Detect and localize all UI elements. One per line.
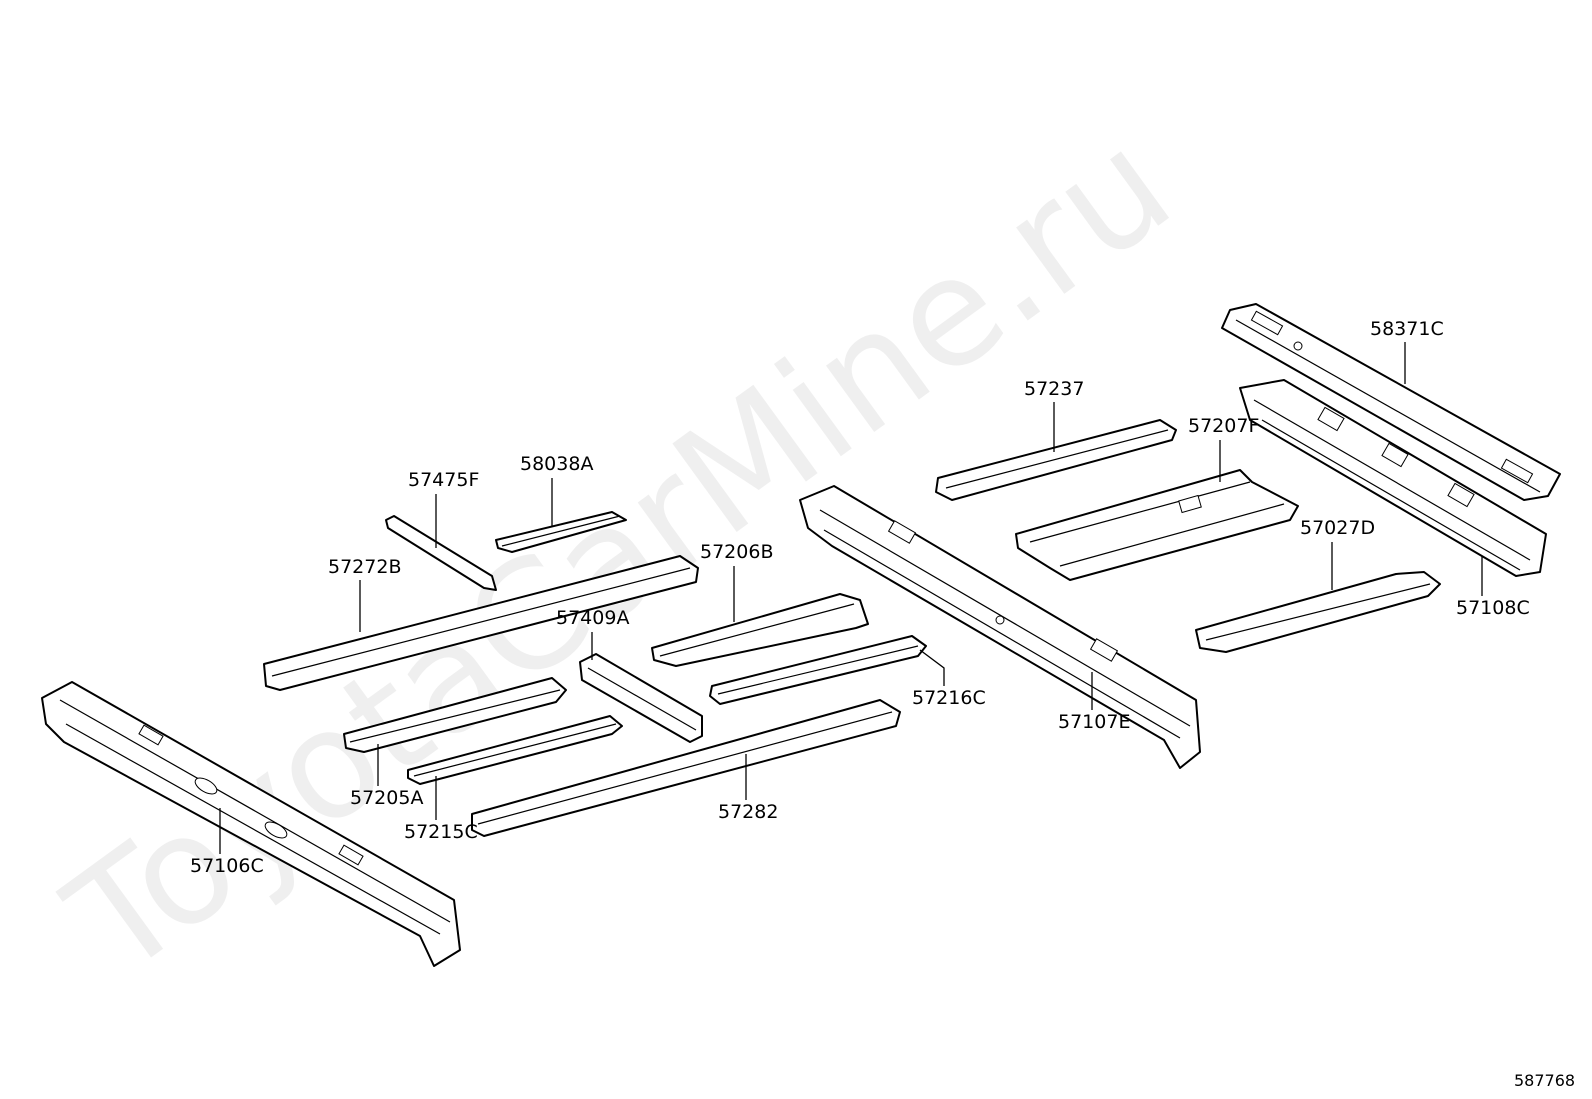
part-57207f[interactable] <box>1015 469 1299 581</box>
part-57409a[interactable] <box>579 653 703 743</box>
leader-57216c <box>919 649 945 686</box>
label-57108c: 57108C <box>1456 597 1530 619</box>
label-57475f: 57475F <box>408 469 479 491</box>
part-57206b[interactable] <box>651 593 869 667</box>
part-58371c[interactable] <box>1221 303 1561 501</box>
label-57027d: 57027D <box>1300 517 1375 539</box>
part-57107e[interactable] <box>799 485 1201 769</box>
label-57206b: 57206B <box>700 541 773 563</box>
part-57237[interactable] <box>935 419 1177 501</box>
part-57272b[interactable] <box>263 555 699 691</box>
label-57282: 57282 <box>718 801 778 823</box>
label-57237: 57237 <box>1024 378 1084 400</box>
part-57475f[interactable] <box>385 515 497 591</box>
part-57282[interactable] <box>471 699 901 837</box>
part-57215c[interactable] <box>407 715 623 785</box>
label-57107e: 57107E <box>1058 711 1130 733</box>
part-58038a[interactable] <box>495 511 627 553</box>
label-57409a: 57409A <box>556 607 629 629</box>
label-57205a: 57205A <box>350 787 423 809</box>
label-57215c: 57215C <box>404 821 478 843</box>
part-57216c[interactable] <box>709 635 927 705</box>
part-57108c[interactable] <box>1239 379 1547 577</box>
part-57106c[interactable] <box>41 681 461 967</box>
label-57272b: 57272B <box>328 556 401 578</box>
label-57207f: 57207F <box>1188 415 1259 437</box>
part-57205a[interactable] <box>343 677 567 753</box>
leader-lines <box>219 342 1483 854</box>
label-58371c: 58371C <box>1370 318 1444 340</box>
part-57027d[interactable] <box>1195 571 1441 653</box>
label-57106c: 57106C <box>190 855 264 877</box>
label-58038a: 58038A <box>520 453 593 475</box>
reference-number: 587768 <box>1514 1071 1575 1090</box>
label-57216c: 57216C <box>912 687 986 709</box>
